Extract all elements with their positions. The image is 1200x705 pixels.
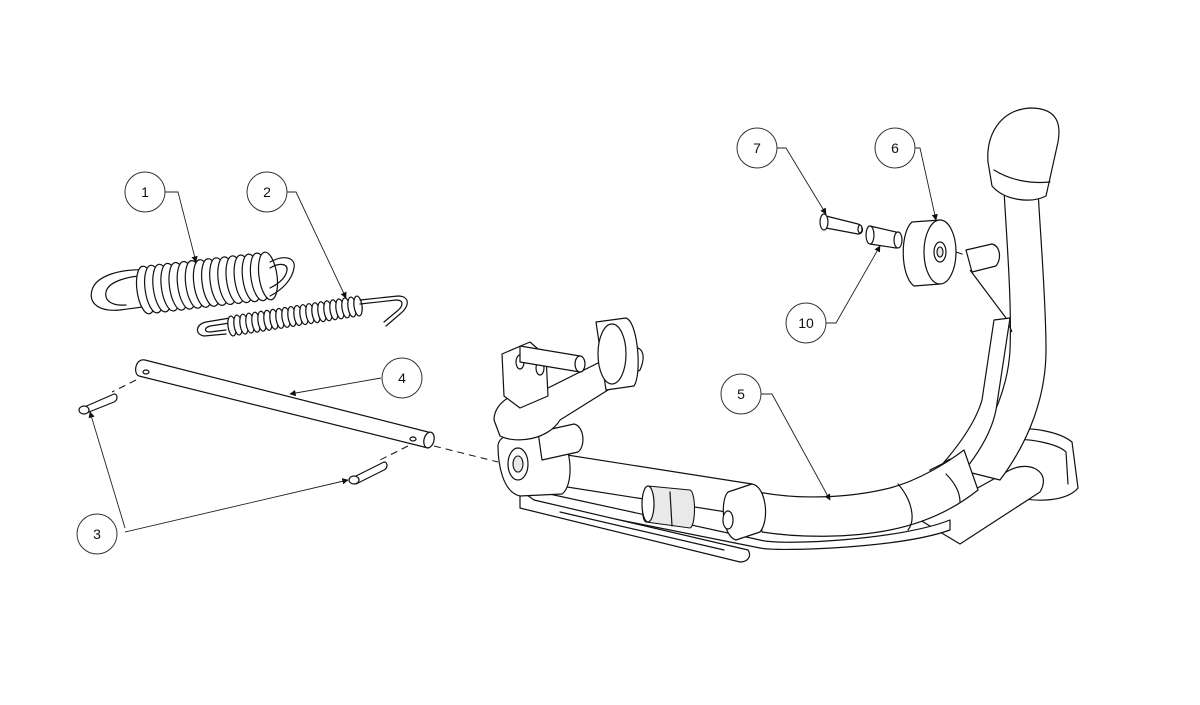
part-cotter-pins <box>78 393 388 485</box>
callout-6-label: 6 <box>891 140 899 156</box>
callout-1: 1 <box>124 171 166 213</box>
part-spring-large <box>90 251 295 315</box>
callout-7: 7 <box>736 127 778 169</box>
callout-10: 10 <box>785 302 827 344</box>
callout-7-label: 7 <box>753 140 761 156</box>
callout-3: 3 <box>76 513 118 555</box>
callout-4-label: 4 <box>398 370 406 386</box>
part-center-stand <box>493 107 1079 563</box>
callout-6: 6 <box>874 127 916 169</box>
callout-10-label: 10 <box>798 315 814 331</box>
part-sleeve <box>865 225 903 249</box>
callout-5: 5 <box>720 373 762 415</box>
part-spring-small <box>196 295 408 337</box>
callout-4: 4 <box>381 357 423 399</box>
callout-2: 2 <box>246 171 288 213</box>
callout-2-label: 2 <box>263 184 271 200</box>
spring-coil <box>353 295 363 317</box>
callout-5-label: 5 <box>737 386 745 402</box>
part-pivot-rod <box>111 359 499 463</box>
leader-lines <box>88 147 938 533</box>
part-roller <box>902 219 957 287</box>
callout-1-label: 1 <box>141 184 149 200</box>
spring-coil <box>257 251 279 301</box>
callout-3-label: 3 <box>93 526 101 542</box>
part-bolt <box>819 213 864 235</box>
